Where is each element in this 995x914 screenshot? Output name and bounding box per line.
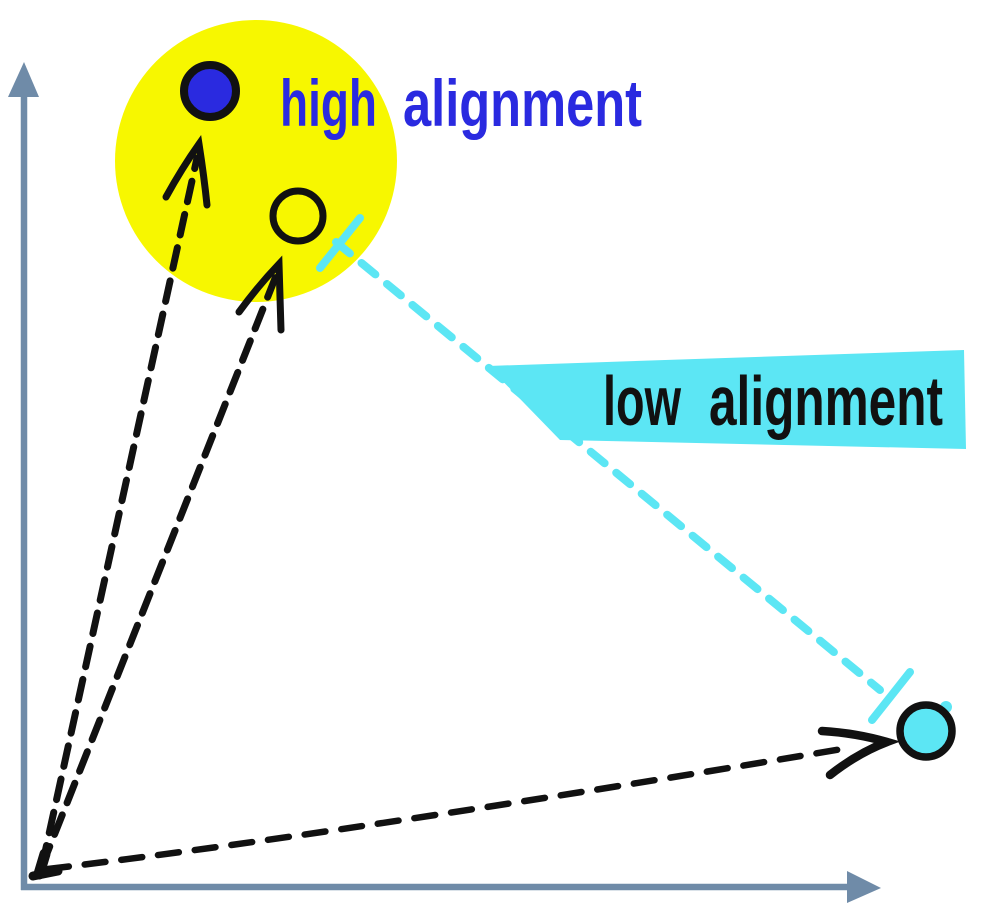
- svg-text:high: high: [280, 66, 377, 140]
- svg-text:alignment: alignment: [403, 66, 642, 140]
- svg-text:alignment: alignment: [709, 362, 943, 440]
- svg-text:low: low: [603, 362, 681, 440]
